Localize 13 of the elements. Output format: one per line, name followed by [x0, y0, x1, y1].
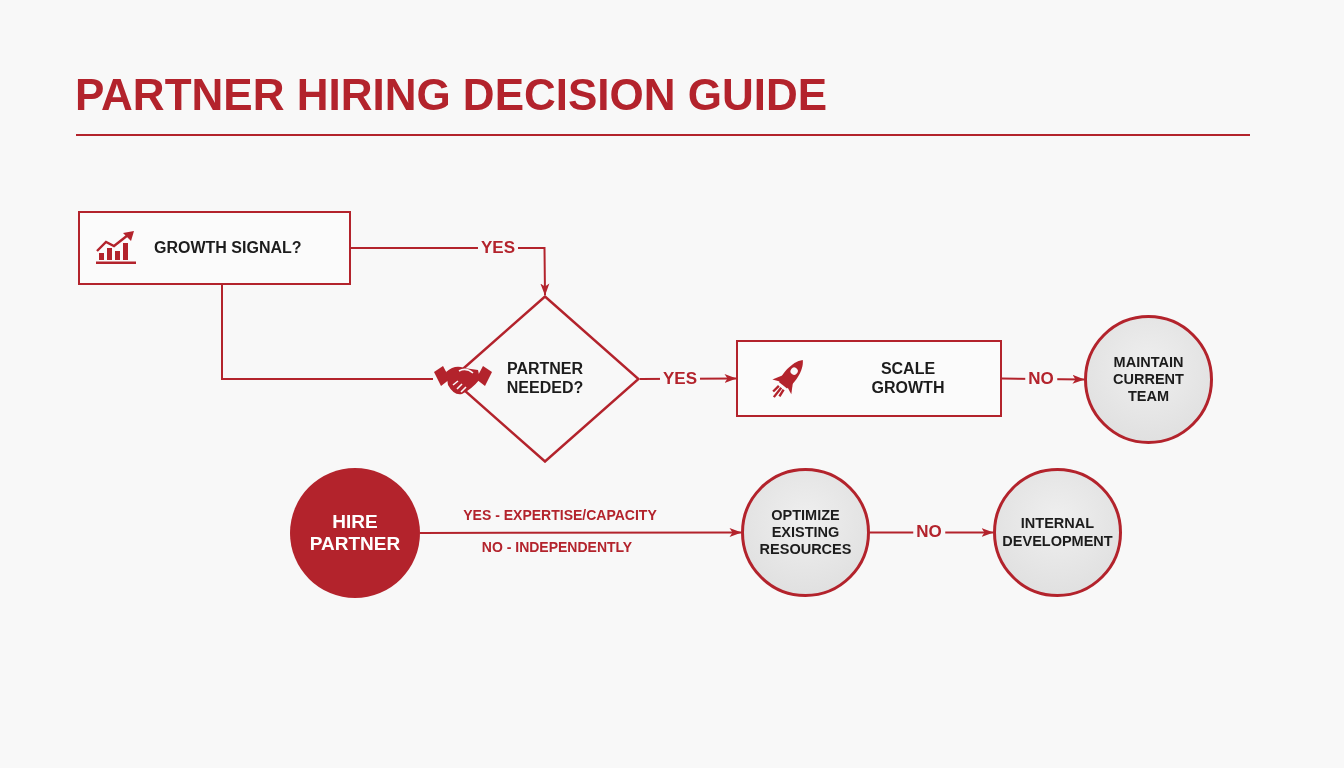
node-text: MAINTAIN CURRENT TEAM [1112, 353, 1185, 406]
arrow [419, 528, 742, 537]
connector-line [221, 284, 434, 380]
process-box [78, 211, 351, 285]
node-text: GROWTH SIGNAL? [154, 238, 303, 258]
node-text: INTERNAL DEVELOPMENT [1001, 515, 1114, 550]
node-text: SCALE GROWTH [870, 359, 946, 398]
node-text: HIRE PARTNER [308, 510, 402, 556]
node-text: PARTNER NEEDED? [505, 360, 585, 398]
node-text: OPTIMIZE EXISTING RESOURCES [758, 506, 853, 559]
process-box [736, 340, 1002, 417]
decision-diamond [433, 295, 640, 463]
title: PARTNER HIRING DECISION GUIDE [75, 71, 828, 120]
